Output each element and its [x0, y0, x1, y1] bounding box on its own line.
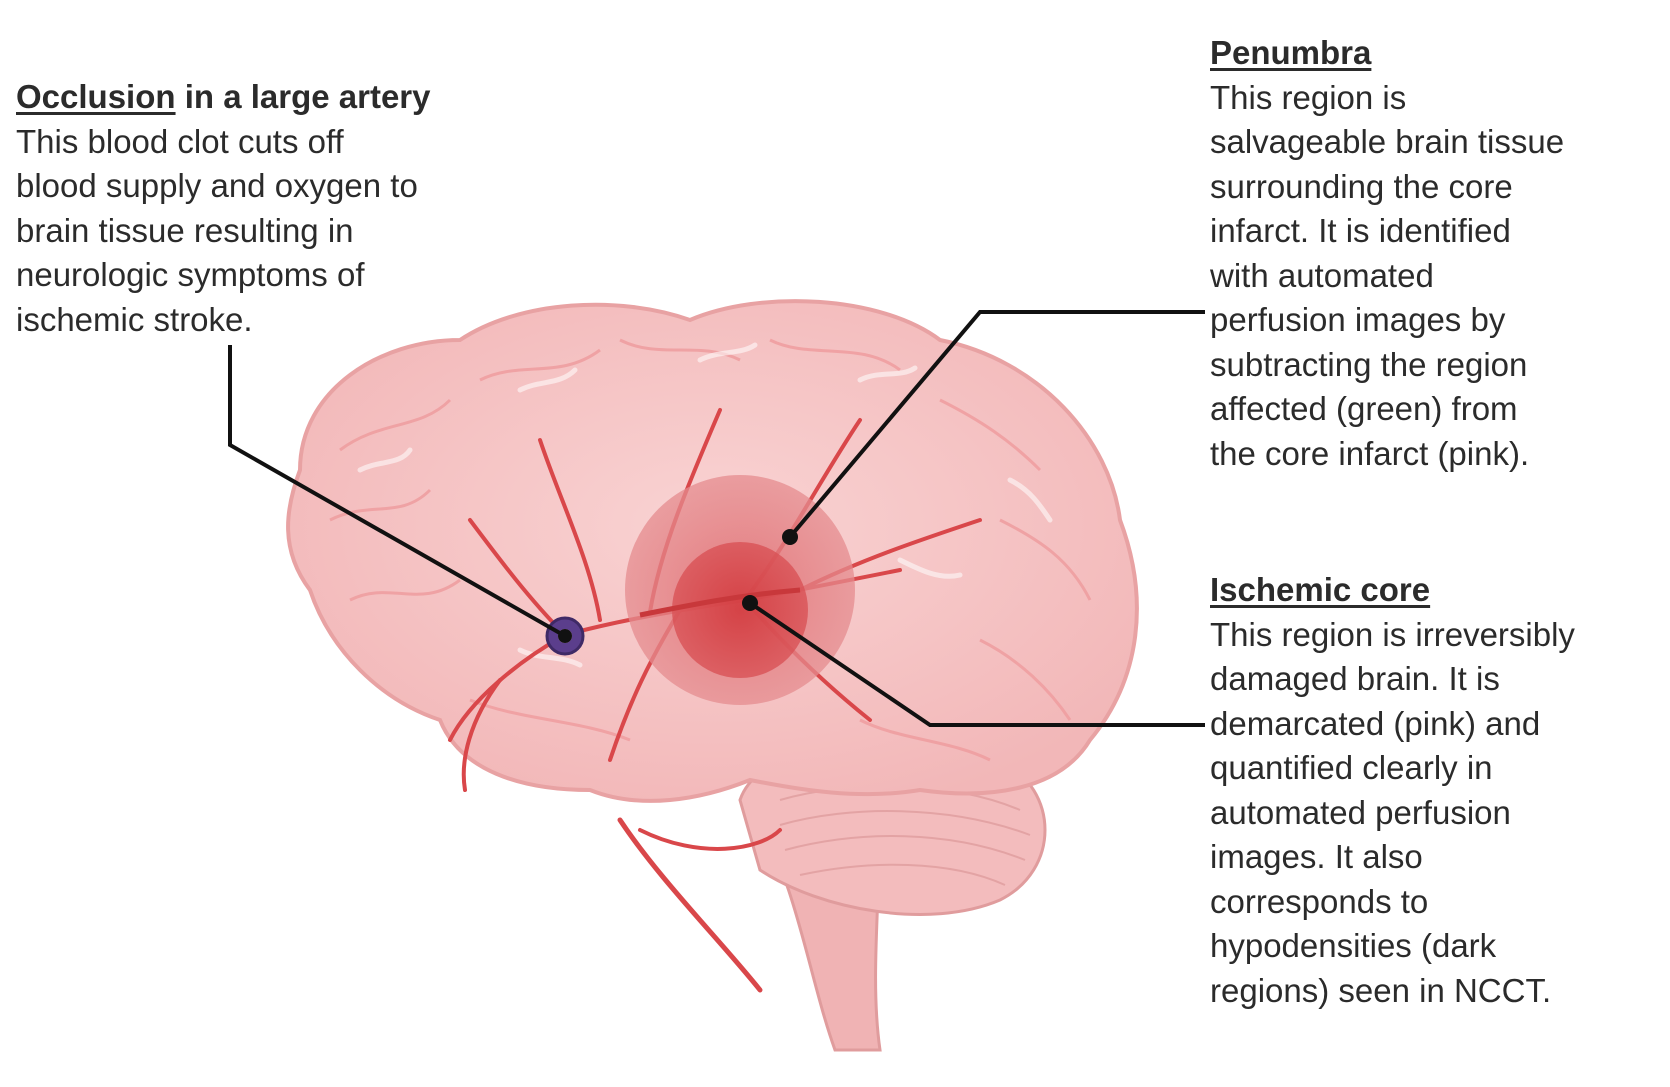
leader-dots — [558, 529, 798, 643]
penumbra-leader — [788, 310, 1205, 539]
core-line: hypodensities (dark — [1210, 927, 1497, 964]
ischemic-core-annotation: Ischemic core This region is irreversibl… — [1210, 568, 1665, 1013]
occlusion-line: This blood clot cuts off — [16, 122, 344, 160]
core-line: regions) seen in NCCT. — [1210, 971, 1552, 1009]
core-line: demarcated (pink) and — [1210, 704, 1541, 742]
occlusion-leader — [228, 345, 566, 638]
occlusion-line: neurologic symptoms of — [16, 256, 365, 293]
penumbra-line: the core infarct (pink). — [1210, 434, 1530, 472]
core-line: automated perfusion — [1210, 793, 1511, 831]
penumbra-line: surrounding the core — [1210, 167, 1513, 205]
core-line: quantified clearly in — [1210, 749, 1493, 786]
core-title: Ischemic core — [1210, 571, 1431, 608]
core-line: images. It also — [1210, 838, 1423, 875]
leader-lines — [228, 310, 1205, 727]
penumbra-line: subtracting the region — [1210, 345, 1528, 383]
occlusion-annotation: Occlusion in a large artery This blood c… — [16, 75, 536, 342]
occlusion-line: blood supply and oxygen to — [16, 167, 418, 204]
gyri-highlights — [357, 342, 1053, 668]
penumbra-line: affected (green) from — [1210, 390, 1518, 427]
occlusion-line: ischemic stroke. — [16, 300, 253, 338]
penumbra-line: with automated — [1210, 256, 1434, 294]
penumbra-line: infarct. It is identified — [1210, 212, 1511, 249]
ischemic-core-zone — [672, 542, 808, 678]
core-line: damaged brain. It is — [1210, 660, 1500, 697]
occlusion-title: Occlusion in a large artery — [16, 78, 431, 115]
penumbra-line: salvageable brain tissue — [1210, 123, 1565, 160]
penumbra-title: Penumbra — [1210, 34, 1372, 71]
occlusion-line: brain tissue resulting in — [16, 211, 354, 249]
penumbra-annotation: Penumbra This region is salvageable brai… — [1210, 31, 1660, 476]
core-leader — [748, 601, 1205, 727]
penumbra-line: perfusion images by — [1210, 301, 1506, 338]
core-line: This region is irreversibly — [1210, 615, 1575, 653]
penumbra-line: This region is — [1210, 78, 1407, 116]
core-line: corresponds to — [1210, 882, 1429, 920]
